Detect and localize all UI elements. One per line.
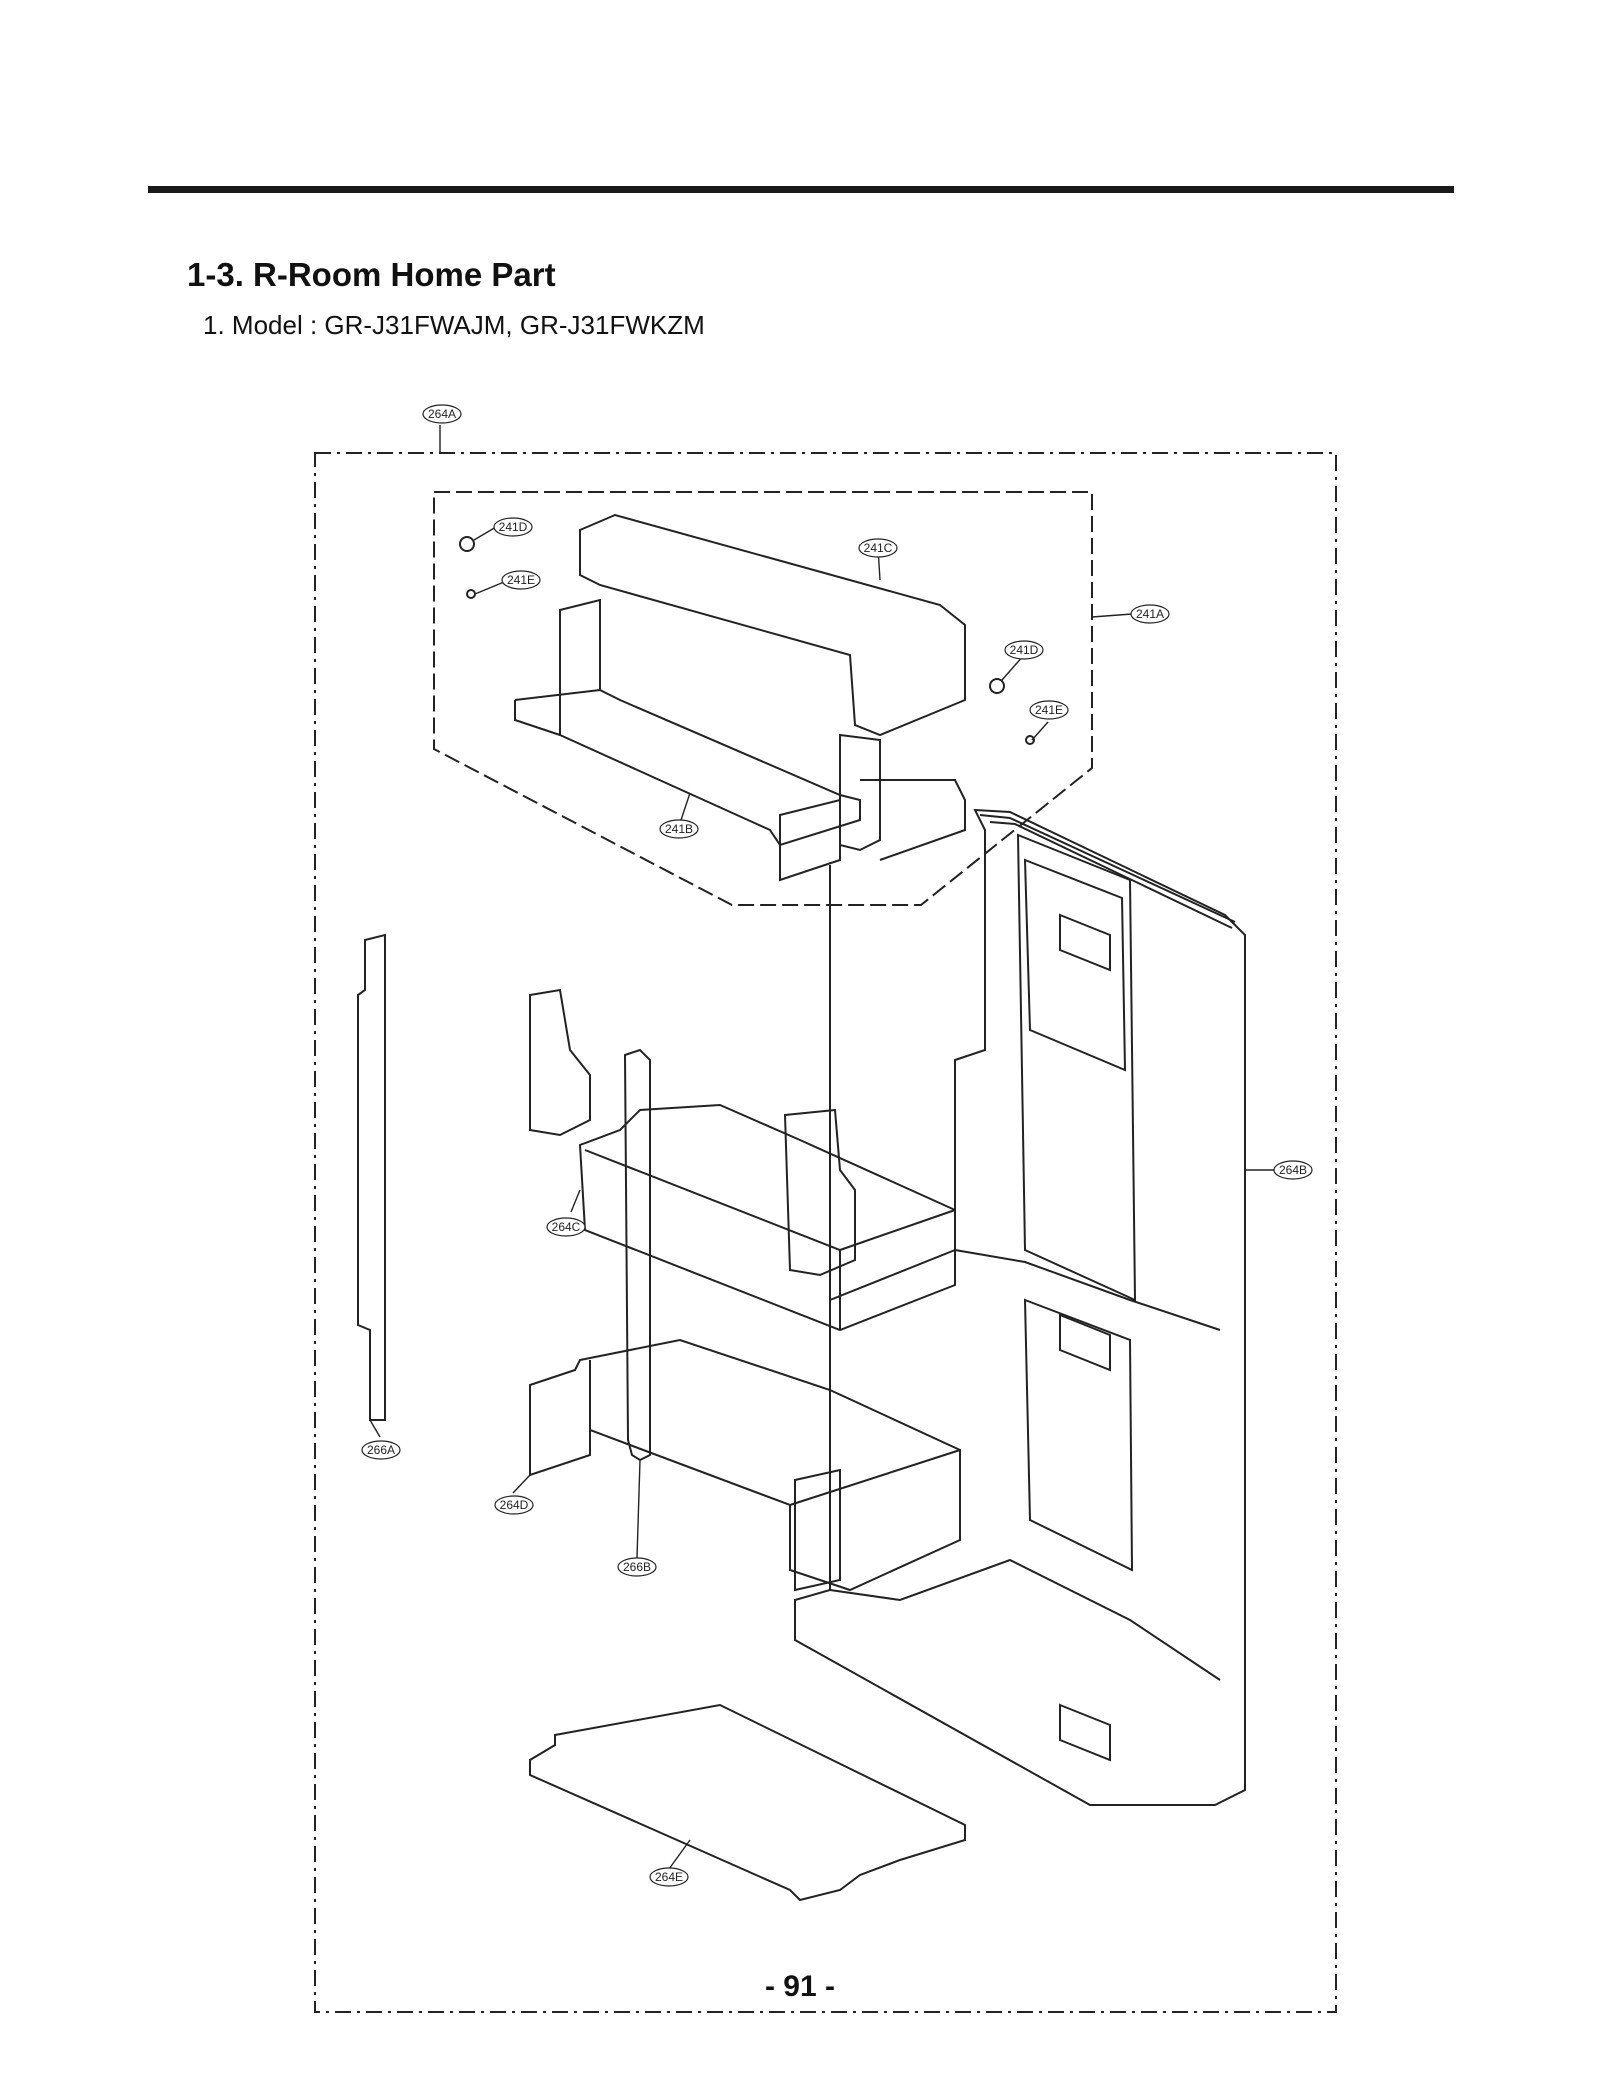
svg-text:241C: 241C bbox=[864, 541, 893, 555]
floor-plate-drawing bbox=[529, 1703, 966, 1902]
svg-text:241E: 241E bbox=[507, 573, 535, 587]
svg-text:264C: 264C bbox=[552, 1220, 581, 1234]
callout-264E: 264E bbox=[649, 1867, 689, 1887]
callout-264A: 264A bbox=[422, 404, 462, 424]
callout-264B: 264B bbox=[1273, 1160, 1313, 1180]
callout-241A: 241A bbox=[1130, 604, 1170, 624]
model-line: 1. Model : GR-J31FWAJM, GR-J31FWKZM bbox=[203, 310, 705, 340]
callout-241C: 241C bbox=[858, 538, 898, 558]
svg-text:264B: 264B bbox=[1279, 1163, 1307, 1177]
callout-241D-right: 241D bbox=[1004, 640, 1044, 660]
svg-text:241D: 241D bbox=[1010, 643, 1039, 657]
svg-text:266B: 266B bbox=[623, 1560, 651, 1574]
top-bin-drawing bbox=[514, 513, 966, 882]
svg-text:241D: 241D bbox=[499, 520, 528, 534]
callout-241E-top: 241E bbox=[501, 570, 541, 590]
callout-241E-right: 241E bbox=[1029, 700, 1069, 720]
svg-text:241E: 241E bbox=[1035, 703, 1063, 717]
callout-266B: 266B bbox=[617, 1557, 657, 1577]
hardware-drawing bbox=[459, 536, 1035, 745]
callout-264D: 264D bbox=[494, 1495, 534, 1515]
svg-text:264E: 264E bbox=[655, 1870, 683, 1884]
page-number: - 91 - bbox=[764, 1970, 836, 2003]
svg-text:241A: 241A bbox=[1136, 607, 1164, 621]
svg-text:264A: 264A bbox=[428, 407, 456, 421]
callout-264C: 264C bbox=[546, 1217, 586, 1237]
door-guides-drawing bbox=[357, 933, 651, 1462]
middle-bin-drawing bbox=[529, 988, 956, 1332]
callout-241B: 241B bbox=[659, 819, 699, 839]
svg-text:264D: 264D bbox=[500, 1498, 529, 1512]
leader-lines bbox=[369, 425, 1275, 1870]
header-rule bbox=[148, 186, 1454, 193]
callout-266A: 266A bbox=[361, 1440, 401, 1460]
assembly-boundary bbox=[314, 452, 1337, 2013]
subassembly-boundary bbox=[433, 491, 1093, 906]
lower-bin-drawing bbox=[529, 1338, 961, 1592]
section-title: 1-3. R-Room Home Part bbox=[187, 256, 556, 293]
svg-text:241B: 241B bbox=[665, 822, 693, 836]
callout-241D-top: 241D bbox=[493, 517, 533, 537]
svg-text:266A: 266A bbox=[367, 1443, 395, 1457]
door-liner-drawing bbox=[794, 808, 1246, 1806]
